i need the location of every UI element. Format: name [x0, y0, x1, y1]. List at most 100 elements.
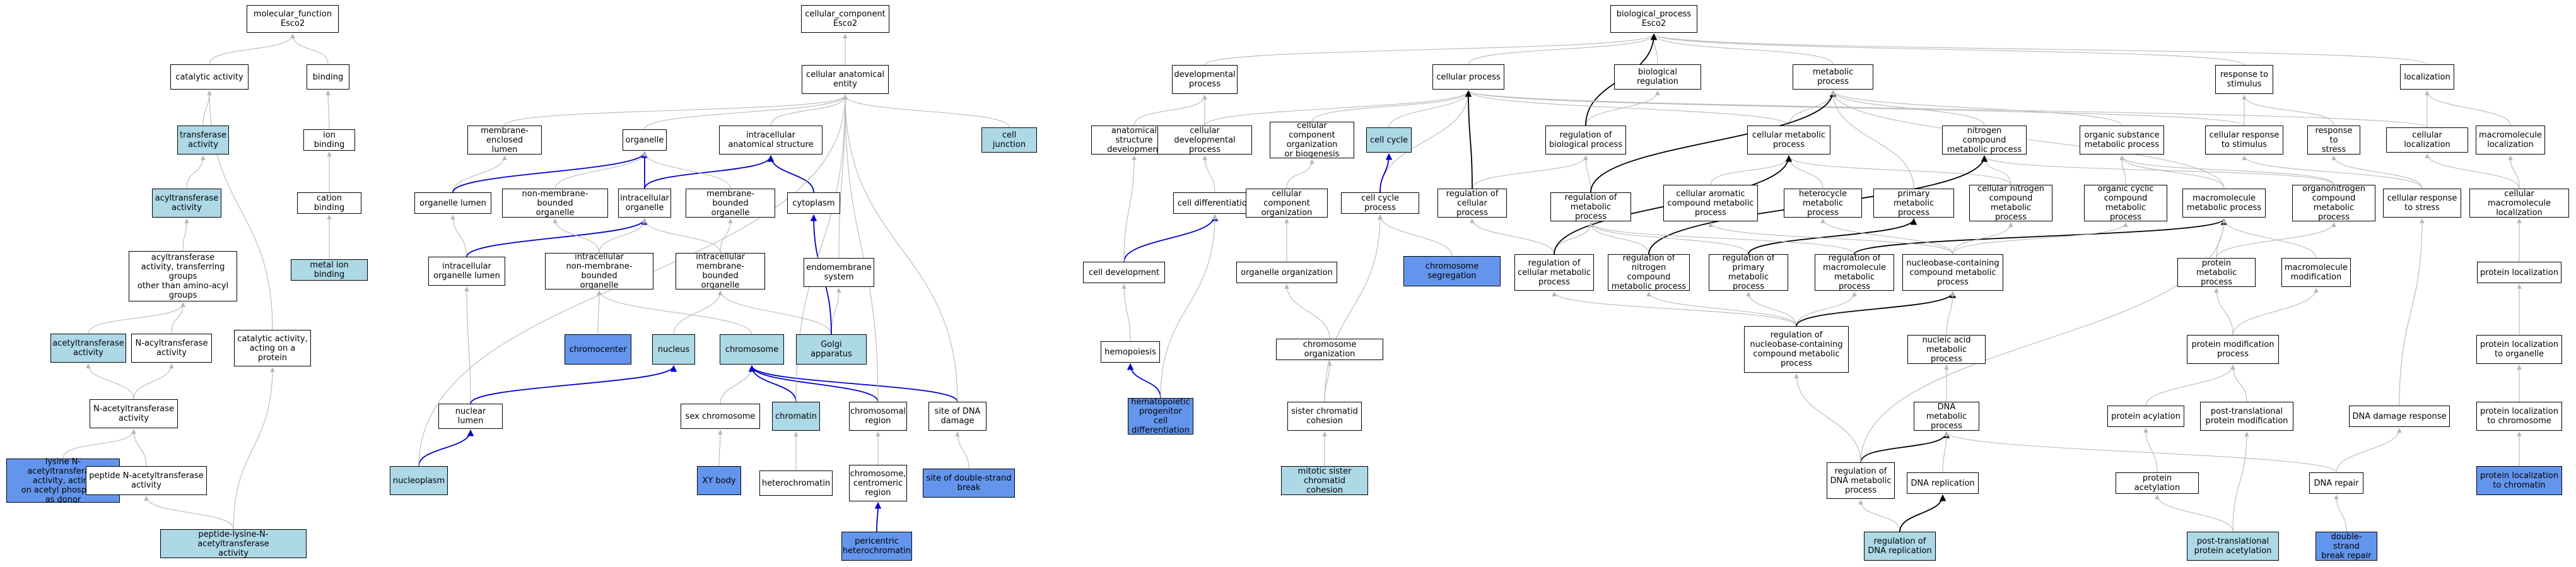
go-term-node[interactable]: chromosome segregation: [1403, 256, 1501, 286]
go-term-node[interactable]: DNA metabolic process: [1914, 402, 1979, 431]
go-term-node[interactable]: intracellular organelle: [618, 189, 671, 218]
go-term-node[interactable]: double-strand break repair: [2315, 532, 2377, 561]
go-term-node[interactable]: nucleoplasm: [390, 466, 448, 495]
go-term-node[interactable]: catalytic activity, acting on a protein: [234, 330, 311, 366]
go-term-node[interactable]: ion binding: [303, 129, 355, 151]
go-term-node[interactable]: protein localization: [2477, 262, 2561, 283]
go-term-node[interactable]: cell development: [1083, 262, 1165, 283]
go-term-node[interactable]: binding: [307, 64, 349, 90]
go-term-node[interactable]: cellular process: [1432, 64, 1504, 90]
go-term-node[interactable]: chromosomal region: [849, 402, 907, 431]
go-term-node[interactable]: chromocenter: [565, 334, 631, 365]
go-term-node[interactable]: regulation of metabolic process: [1550, 192, 1631, 221]
go-term-node[interactable]: protein acylation: [2107, 406, 2184, 427]
go-term-node[interactable]: cellular macromolecule localization: [2469, 189, 2569, 218]
go-term-node[interactable]: cell cycle process: [1341, 192, 1419, 214]
go-term-node[interactable]: acetyltransferase activity: [50, 334, 126, 363]
go-term-node[interactable]: intracellular organelle lumen: [428, 257, 505, 286]
go-term-node[interactable]: acyltransferase activity: [152, 189, 221, 218]
go-term-node[interactable]: nuclear lumen: [438, 404, 503, 429]
go-term-node[interactable]: nucleus: [652, 334, 695, 365]
go-term-node[interactable]: regulation of DNA replication: [1864, 532, 1936, 561]
go-term-node[interactable]: membrane-enclosed lumen: [467, 126, 542, 155]
go-term-node[interactable]: metabolic process: [1793, 64, 1873, 90]
go-term-node[interactable]: non-membrane-bounded organelle: [502, 189, 608, 218]
go-term-node[interactable]: cellular aromatic compound metabolic pro…: [1663, 185, 1758, 221]
go-term-node[interactable]: heterocycle metabolic process: [1784, 189, 1862, 218]
go-term-node[interactable]: N-acyltransferase activity: [131, 334, 212, 363]
go-term-node[interactable]: cellular component organization: [1246, 189, 1328, 218]
go-term-node[interactable]: N-acetyltransferase activity: [90, 399, 178, 428]
go-term-node[interactable]: chromatin: [772, 402, 820, 431]
go-term-node[interactable]: Golgi apparatus: [796, 334, 867, 365]
go-term-node[interactable]: regulation of DNA metabolic process: [1827, 462, 1895, 499]
go-term-node[interactable]: hemopoiesis: [1101, 341, 1160, 363]
go-term-node[interactable]: nucleobase-containing compound metabolic…: [1902, 254, 2003, 291]
go-term-node[interactable]: organic cyclic compound metabolic proces…: [2084, 184, 2167, 222]
go-term-node[interactable]: protein localization to organelle: [2476, 335, 2562, 364]
go-term-node[interactable]: response to stimulus: [2215, 65, 2273, 94]
go-term-node[interactable]: acyltransferase activity, transferring g…: [129, 251, 237, 301]
go-term-node[interactable]: metal ion binding: [291, 259, 368, 281]
go-term-node[interactable]: DNA repair: [2309, 472, 2363, 494]
go-term-node[interactable]: cellular component organization or bioge…: [1270, 121, 1354, 159]
go-term-node[interactable]: cell differentiation: [1173, 192, 1256, 214]
go-term-node[interactable]: cellular nitrogen compound metabolic pro…: [1969, 184, 2052, 222]
go-term-node[interactable]: organonitrogen compound metabolic proces…: [2292, 184, 2375, 222]
go-term-node[interactable]: pericentric heterochromatin: [841, 532, 912, 561]
go-term-node[interactable]: peptide-lysine-N-acetyltransferase activ…: [160, 529, 307, 558]
go-term-node[interactable]: nitrogen compound metabolic process: [1942, 126, 2027, 155]
go-term-node[interactable]: mitotic sister chromatid cohesion: [1281, 466, 1368, 495]
go-term-node[interactable]: membrane-bounded organelle: [686, 189, 775, 218]
go-term-node[interactable]: chromosome: [720, 334, 784, 365]
go-term-node[interactable]: regulation of cellular process: [1437, 189, 1507, 218]
go-term-node[interactable]: cellular response to stimulus: [2205, 126, 2283, 155]
go-term-node[interactable]: developmental process: [1172, 65, 1238, 94]
go-term-node[interactable]: peptide N-acetyltransferase activity: [86, 466, 207, 495]
go-term-node[interactable]: protein metabolic process: [2177, 258, 2256, 287]
go-term-node[interactable]: cell cycle: [1366, 127, 1412, 153]
go-term-node[interactable]: organelle: [623, 129, 667, 151]
go-term-node[interactable]: response to stress: [2307, 126, 2360, 155]
go-term-node[interactable]: regulation of primary metabolic process: [1709, 254, 1788, 291]
go-term-node[interactable]: cell junction: [981, 127, 1037, 153]
go-term-node[interactable]: sex chromosome: [681, 404, 760, 429]
go-term-node[interactable]: site of DNA damage: [928, 402, 986, 431]
go-term-node[interactable]: organelle organization: [1236, 262, 1337, 283]
go-term-node[interactable]: localization: [2400, 64, 2454, 90]
go-term-node[interactable]: protein modification process: [2187, 335, 2279, 364]
go-term-node[interactable]: intracellular anatomical structure: [719, 126, 823, 155]
go-term-node[interactable]: cellular anatomical entity: [802, 65, 889, 94]
go-term-node[interactable]: DNA replication: [1907, 472, 1979, 494]
go-term-node[interactable]: organic substance metabolic process: [2080, 126, 2164, 155]
go-term-node[interactable]: cytoplasm: [787, 192, 840, 214]
go-term-node[interactable]: catalytic activity: [170, 64, 249, 90]
go-term-node[interactable]: heterochromatin: [759, 471, 833, 496]
go-term-node[interactable]: chromosome, centromeric region: [849, 465, 907, 501]
go-term-node[interactable]: post-translational protein acetylation: [2187, 532, 2279, 561]
go-term-node[interactable]: regulation of macromolecule metabolic pr…: [1815, 254, 1894, 291]
go-term-node[interactable]: regulation of cellular metabolic process: [1514, 254, 1594, 291]
go-term-node[interactable]: post-translational protein modification: [2200, 402, 2293, 431]
go-term-node[interactable]: organelle lumen: [414, 192, 491, 214]
go-term-node[interactable]: cellular metabolic process: [1747, 126, 1830, 155]
go-term-node[interactable]: sister chromatid cohesion: [1287, 402, 1362, 431]
go-term-node[interactable]: cellular localization: [2386, 127, 2468, 153]
go-term-node[interactable]: intracellular non-membrane-bounded organ…: [545, 252, 653, 290]
go-term-node[interactable]: intracellular membrane-bounded organelle: [676, 252, 765, 290]
go-term-node[interactable]: primary metabolic process: [1873, 189, 1954, 218]
go-term-node[interactable]: protein localization to chromatin: [2476, 466, 2562, 495]
go-term-node[interactable]: macromolecule localization: [2476, 126, 2545, 155]
go-term-node[interactable]: regulation of nitrogen compound metaboli…: [1608, 254, 1690, 291]
go-term-node[interactable]: DNA damage response: [2349, 406, 2450, 427]
go-term-node[interactable]: cellular_component Esco2: [801, 5, 889, 33]
go-term-node[interactable]: hematopoietic progenitor cell differenti…: [1128, 397, 1193, 435]
go-term-node[interactable]: cellular response to stress: [2383, 189, 2461, 218]
go-term-node[interactable]: regulation of nucleobase-containing comp…: [1744, 326, 1849, 373]
go-term-node[interactable]: transferase activity: [177, 126, 229, 155]
go-term-node[interactable]: biological regulation: [1614, 64, 1701, 90]
go-term-node[interactable]: macromolecule metabolic process: [2182, 189, 2266, 218]
go-term-node[interactable]: biological_process Esco2: [1610, 5, 1697, 33]
go-term-node[interactable]: protein localization to chromosome: [2476, 402, 2562, 431]
go-term-node[interactable]: regulation of biological process: [1545, 126, 1626, 155]
